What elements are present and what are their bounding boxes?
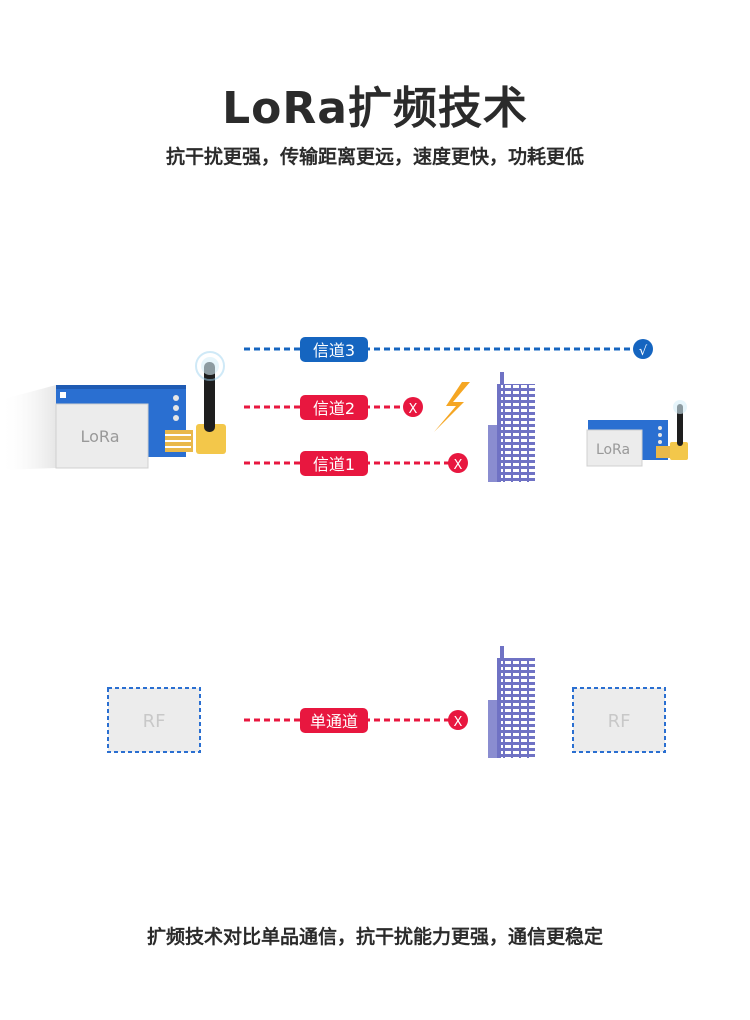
page-subtitle: 抗干扰更强，传输距离更远，速度更快，功耗更低: [165, 146, 584, 168]
check-icon: [633, 339, 653, 359]
building-icon: [488, 646, 535, 758]
signal-icon: [195, 351, 225, 381]
lora-module-right: LoRa: [586, 420, 688, 467]
cross-icon: [448, 453, 468, 473]
rf-module-right-label: RF: [608, 711, 631, 732]
channel-3-line: 信道3 √: [244, 337, 653, 362]
channel-1-label: 信道1: [313, 455, 355, 474]
signal-icon: [673, 400, 687, 414]
rf-module-left-label: RF: [143, 711, 166, 732]
channel-2-label: 信道2: [313, 399, 355, 418]
lora-module-left-label: LoRa: [81, 427, 120, 446]
footer-caption: 扩频技术对比单品通信，抗干扰能力更强，通信更稳定: [146, 926, 603, 948]
single-channel-label: 单通道: [310, 712, 358, 731]
lightning-icon: [434, 382, 470, 432]
channel-3-label: 信道3: [313, 341, 355, 360]
rf-module-right: RF: [572, 687, 666, 753]
rf-module-left: RF: [107, 687, 201, 753]
svg-text:√: √: [639, 344, 648, 359]
cross-icon: [403, 397, 423, 417]
lora-module-left: LoRa: [0, 385, 226, 470]
svg-text:X: X: [409, 402, 418, 417]
svg-text:X: X: [454, 715, 463, 730]
svg-text:X: X: [454, 458, 463, 473]
channel-2-line: 信道2 X: [244, 395, 423, 420]
channel-1-line: 信道1 X: [244, 451, 468, 476]
antenna-left: [195, 351, 225, 432]
building-icon: [488, 372, 535, 482]
page-title: LoRa扩频技术: [222, 83, 528, 134]
lora-module-right-label: LoRa: [596, 442, 630, 458]
single-channel-line: 单通道 X: [244, 708, 468, 733]
antenna-right: [673, 400, 687, 446]
cross-icon: [448, 710, 468, 730]
